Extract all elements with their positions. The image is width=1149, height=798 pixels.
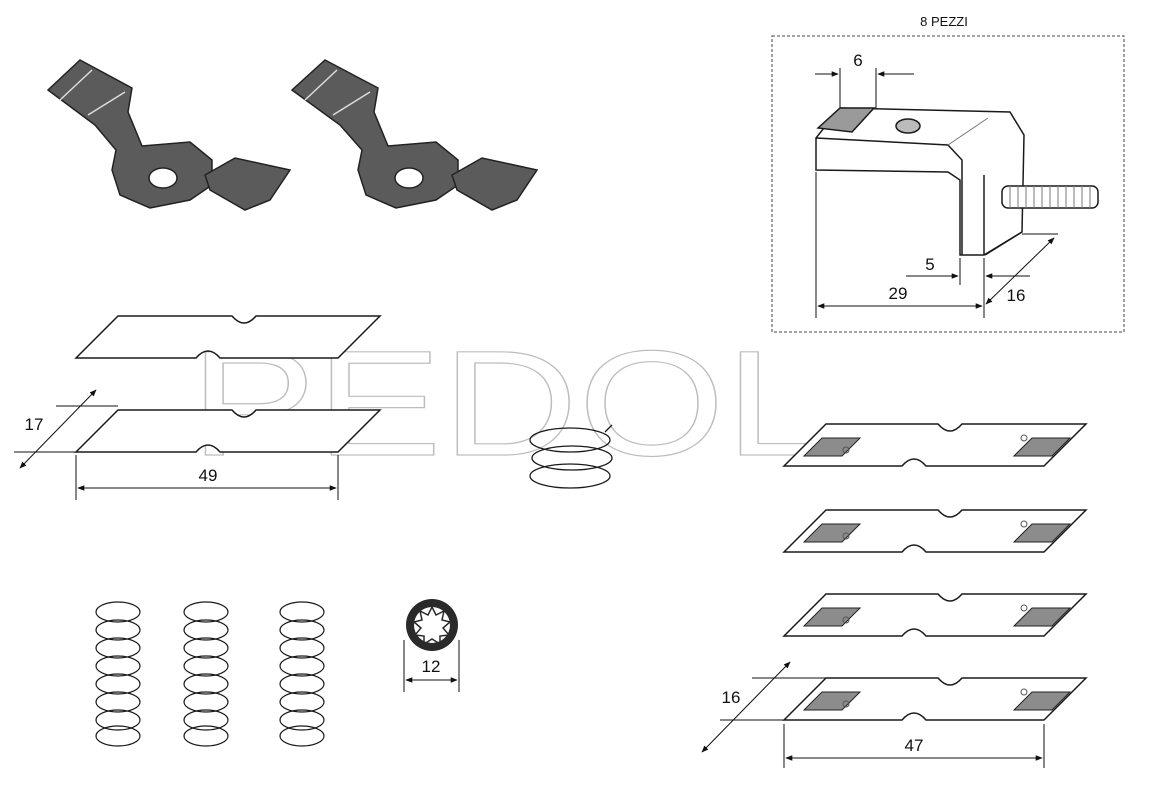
contact-plate-4: [782, 677, 1088, 721]
coil-spring-1: [95, 601, 141, 747]
dim-bracket-depth: 16: [1007, 286, 1026, 305]
bracket-dim-lines: [815, 68, 1058, 318]
star-washer: [406, 599, 458, 651]
contact-plate-2: [782, 509, 1088, 553]
tab-spring-1: [46, 59, 292, 211]
terminal-bracket: [815, 107, 1099, 256]
tab-spring-2: [290, 59, 539, 211]
dim-plate-width: 17: [25, 415, 44, 434]
short-spring: [529, 424, 613, 489]
washer-dim-lines: [403, 640, 460, 692]
contact-plate-3: [782, 593, 1088, 637]
contact-plate-1: [782, 423, 1088, 467]
flat-plate-top: [74, 315, 382, 359]
coil-spring-2: [183, 601, 229, 747]
dim-contact-width: 16: [722, 688, 741, 707]
dim-plate-length: 49: [199, 466, 218, 485]
coil-spring-3: [279, 601, 325, 747]
flat-plate-bottom: [74, 409, 382, 453]
dim-bracket-top: 6: [853, 51, 862, 70]
dim-washer-diameter: 12: [422, 657, 441, 676]
dim-bracket-foot: 5: [925, 255, 934, 274]
dim-contact-length: 47: [905, 736, 924, 755]
plate-dim-lines: [14, 389, 339, 500]
box-title: 8 PEZZI: [920, 14, 968, 29]
bracket-box: 8 PEZZI: [771, 14, 1125, 333]
dim-bracket-length: 29: [889, 284, 908, 303]
contact-dim-lines: [701, 661, 1045, 768]
